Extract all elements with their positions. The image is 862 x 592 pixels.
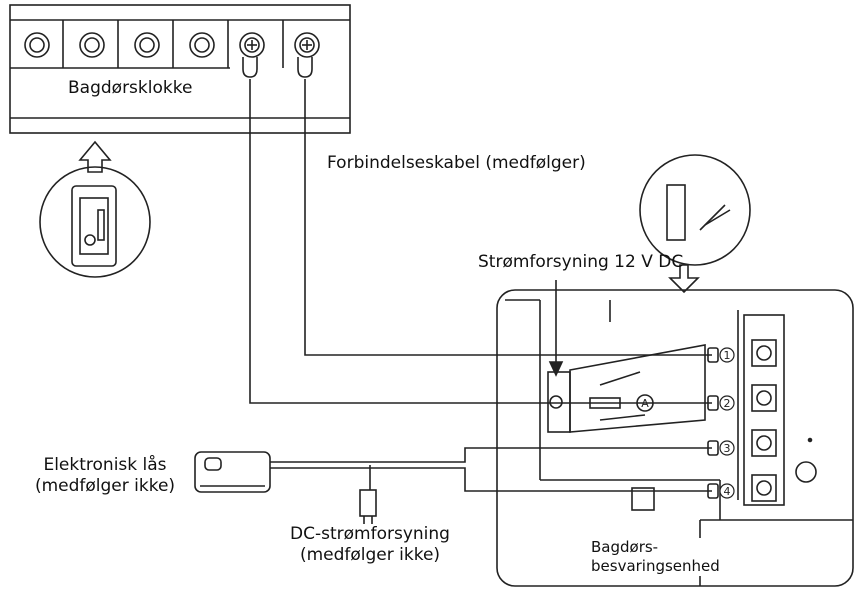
doorbell-camera-icon bbox=[39, 166, 151, 278]
answering-unit bbox=[496, 289, 854, 587]
doorbell-label: Bagdørsklokke bbox=[68, 78, 193, 98]
answering-unit-label-line1: Bagdørs- bbox=[591, 538, 659, 556]
terminal-nut-icon bbox=[707, 395, 719, 411]
svg-text:2: 2 bbox=[724, 397, 731, 410]
dc-power-label-line2: (medfølger ikke) bbox=[299, 545, 441, 565]
svg-text:1: 1 bbox=[724, 349, 731, 362]
terminal-number-2: 2 bbox=[719, 395, 735, 411]
unit-marker: A bbox=[641, 397, 649, 410]
connection-cable-1 bbox=[304, 79, 712, 356]
dc-plug-icon bbox=[359, 489, 377, 524]
doorbell-unit bbox=[9, 4, 351, 134]
up-arrow-icon bbox=[78, 140, 112, 173]
screw-terminal-icon bbox=[239, 32, 265, 58]
answering-unit-label-line2: besvaringsenhed bbox=[591, 557, 720, 575]
answering-unit-label: Bagdørs- besvaringsenhed bbox=[588, 538, 723, 576]
terminal-number-1: 1 bbox=[719, 347, 735, 363]
terminal-number-3: 3 bbox=[719, 440, 735, 456]
power-label: Strømforsyning 12 V DC bbox=[478, 252, 684, 272]
terminal-number-4: 4 bbox=[719, 483, 735, 499]
svg-text:3: 3 bbox=[724, 442, 731, 455]
connection-cable-2 bbox=[249, 79, 712, 404]
lock-wire-4 bbox=[270, 467, 712, 492]
cable-label: Forbindelseskabel (medfølger) bbox=[327, 153, 586, 173]
lock-label-line2: (medfølger ikke) bbox=[34, 476, 176, 496]
lock-wire-3 bbox=[270, 447, 712, 463]
dc-power-label-line1: DC-strømforsyning bbox=[290, 524, 450, 544]
screw-terminal-icon bbox=[294, 32, 320, 58]
electronic-lock-icon bbox=[194, 451, 271, 493]
lock-label: Elektronisk lås (medfølger ikke) bbox=[20, 455, 190, 497]
terminal-nut-icon bbox=[707, 347, 719, 363]
svg-text:4: 4 bbox=[724, 485, 731, 498]
terminal-detail-icon bbox=[639, 154, 751, 294]
lock-label-line1: Elektronisk lås bbox=[43, 455, 167, 475]
dc-power-label: DC-strømforsyning (medfølger ikke) bbox=[275, 524, 465, 566]
